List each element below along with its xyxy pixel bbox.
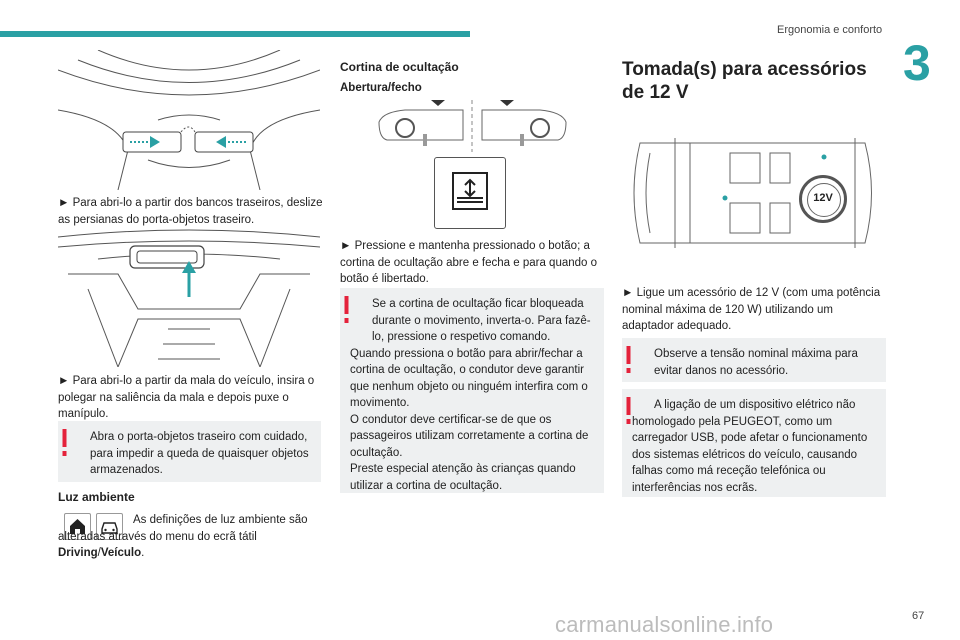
menu-separator: /: [97, 547, 101, 559]
col2-warning-line-1: Se a cortina de ocultação ficar bloquead…: [372, 298, 591, 343]
socket-12v-icon: 12V: [799, 175, 847, 223]
watermark: carmanualsonline.info: [555, 612, 774, 637]
accessory-socket-title: Tomada(s) para acessórios de 12 V: [622, 59, 867, 103]
col2-warning-line-4: Preste especial atenção às crianças quan…: [350, 463, 576, 492]
ambient-light-text: As definições de luz ambiente são altera…: [58, 512, 323, 562]
vehicle-button[interactable]: [96, 513, 123, 540]
sunshade-location-figure: [375, 100, 570, 152]
socket-12v-inner: [807, 183, 841, 217]
col2-para-1: ► Pressione e mantenha pressionado o bot…: [340, 240, 598, 285]
col3-warning-box-2: A ligação de um dispositivo elétrico não…: [622, 389, 886, 497]
section-header: Ergonomia e conforto: [777, 24, 883, 36]
col3-warning-text-1: Observe a tensão nominal máxima para evi…: [654, 348, 858, 377]
chapter-number: 3: [903, 35, 931, 91]
car-icon: [101, 522, 118, 534]
home-button[interactable]: [64, 513, 91, 540]
col2-warning-box: Se a cortina de ocultação ficar bloquead…: [340, 288, 604, 493]
warning-icon: [62, 429, 67, 456]
sunshade-title: Cortina de ocultação: [340, 60, 459, 74]
col2-warning-line-2: Quando pressiona o botão para abrir/fech…: [350, 347, 588, 410]
sunshade-subtitle: Abertura/fecho: [340, 82, 422, 94]
col3-warning-box-1: Observe a tensão nominal máxima para evi…: [622, 338, 886, 382]
page-number: 67: [912, 610, 925, 622]
warning-icon: [344, 296, 349, 323]
sunshade-button-icon: [452, 172, 488, 210]
col3-para-1: ► Ligue um acessório de 12 V (com uma po…: [622, 287, 881, 332]
menu-vehicle: Veículo: [100, 547, 142, 559]
sunshade-button[interactable]: [434, 157, 506, 229]
col1-warning-box: Abra o porta-objetos traseiro com cuidad…: [58, 421, 321, 482]
home-icon: [70, 519, 85, 534]
socket-12v-label: 12V: [813, 192, 833, 204]
col1-para-1: ► Para abri-lo a partir dos bancos trase…: [58, 197, 323, 226]
warning-icon: [626, 346, 631, 373]
ambient-light-title: Luz ambiente: [58, 490, 135, 504]
rear-storage-shutters-figure: [58, 50, 320, 190]
warning-icon: [626, 397, 631, 424]
chapter-bar: [0, 31, 470, 37]
col2-warning-line-3: O condutor deve certificar-se de que os …: [350, 413, 589, 459]
ambient-text: As definições de luz ambiente são altera…: [58, 514, 308, 543]
sentence-end: .: [141, 547, 145, 559]
trunk-handle-figure: [58, 229, 320, 367]
col1-para-2: ► Para abri-lo a partir da mala do veícu…: [58, 375, 315, 420]
col3-warning-text-2: A ligação de um dispositivo elétrico não…: [632, 399, 868, 494]
col1-warning-text: Abra o porta-objetos traseiro com cuidad…: [90, 431, 309, 476]
menu-driving: Driving: [58, 547, 98, 559]
